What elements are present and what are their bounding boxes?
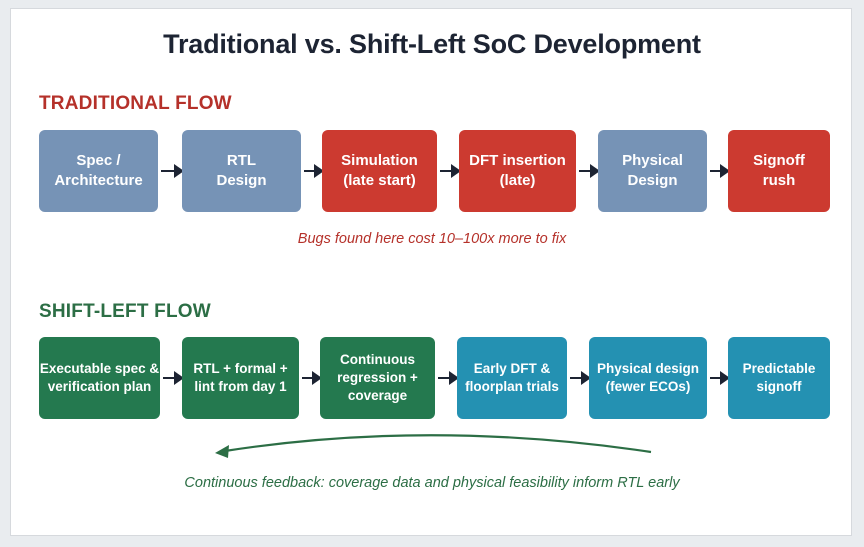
flow-arrow-icon xyxy=(304,164,324,178)
step-simulation: Simulation (late start) xyxy=(322,130,437,212)
feedback-arrow-icon xyxy=(215,434,652,458)
continuous-feedback-note: Continuous feedback: coverage data and p… xyxy=(184,475,680,491)
flow-arrow-icon xyxy=(579,164,600,178)
shift-left-flow-label: SHIFT-LEFT FLOW xyxy=(39,301,211,322)
step-continuous-regression: Continuous regression + coverage xyxy=(320,337,435,419)
flow-arrow-icon xyxy=(440,164,461,178)
flow-arrow-icon xyxy=(570,371,591,385)
step-spec-architecture: Spec / Architecture xyxy=(39,130,158,212)
step-rtl-formal-lint: RTL + formal + lint from day 1 xyxy=(182,337,299,419)
diagram-frame: Traditional vs. Shift-Left SoC Developme… xyxy=(10,8,852,536)
step-early-dft-floorplan: Early DFT & floorplan trials xyxy=(457,337,567,419)
flow-arrow-icon xyxy=(302,371,322,385)
page-title: Traditional vs. Shift-Left SoC Developme… xyxy=(163,29,701,59)
step-signoff-rush: Signoff rush xyxy=(728,130,830,212)
step-rtl-design: RTL Design xyxy=(182,130,301,212)
step-predictable-signoff: Predictable signoff xyxy=(728,337,830,419)
flow-arrow-icon xyxy=(438,371,459,385)
flow-arrow-icon xyxy=(710,164,730,178)
traditional-cost-note: Bugs found here cost 10–100x more to fix xyxy=(297,231,567,247)
step-physical-design: Physical Design xyxy=(598,130,707,212)
step-physical-design-fewer-ecos: Physical design (fewer ECOs) xyxy=(589,337,707,419)
step-executable-spec: Executable spec & verification plan xyxy=(39,337,160,419)
step-dft-insertion: DFT insertion (late) xyxy=(459,130,576,212)
flow-arrow-icon xyxy=(710,371,730,385)
flow-arrow-icon xyxy=(163,371,184,385)
flow-arrow-icon xyxy=(161,164,184,178)
traditional-flow-label: TRADITIONAL FLOW xyxy=(39,93,232,114)
